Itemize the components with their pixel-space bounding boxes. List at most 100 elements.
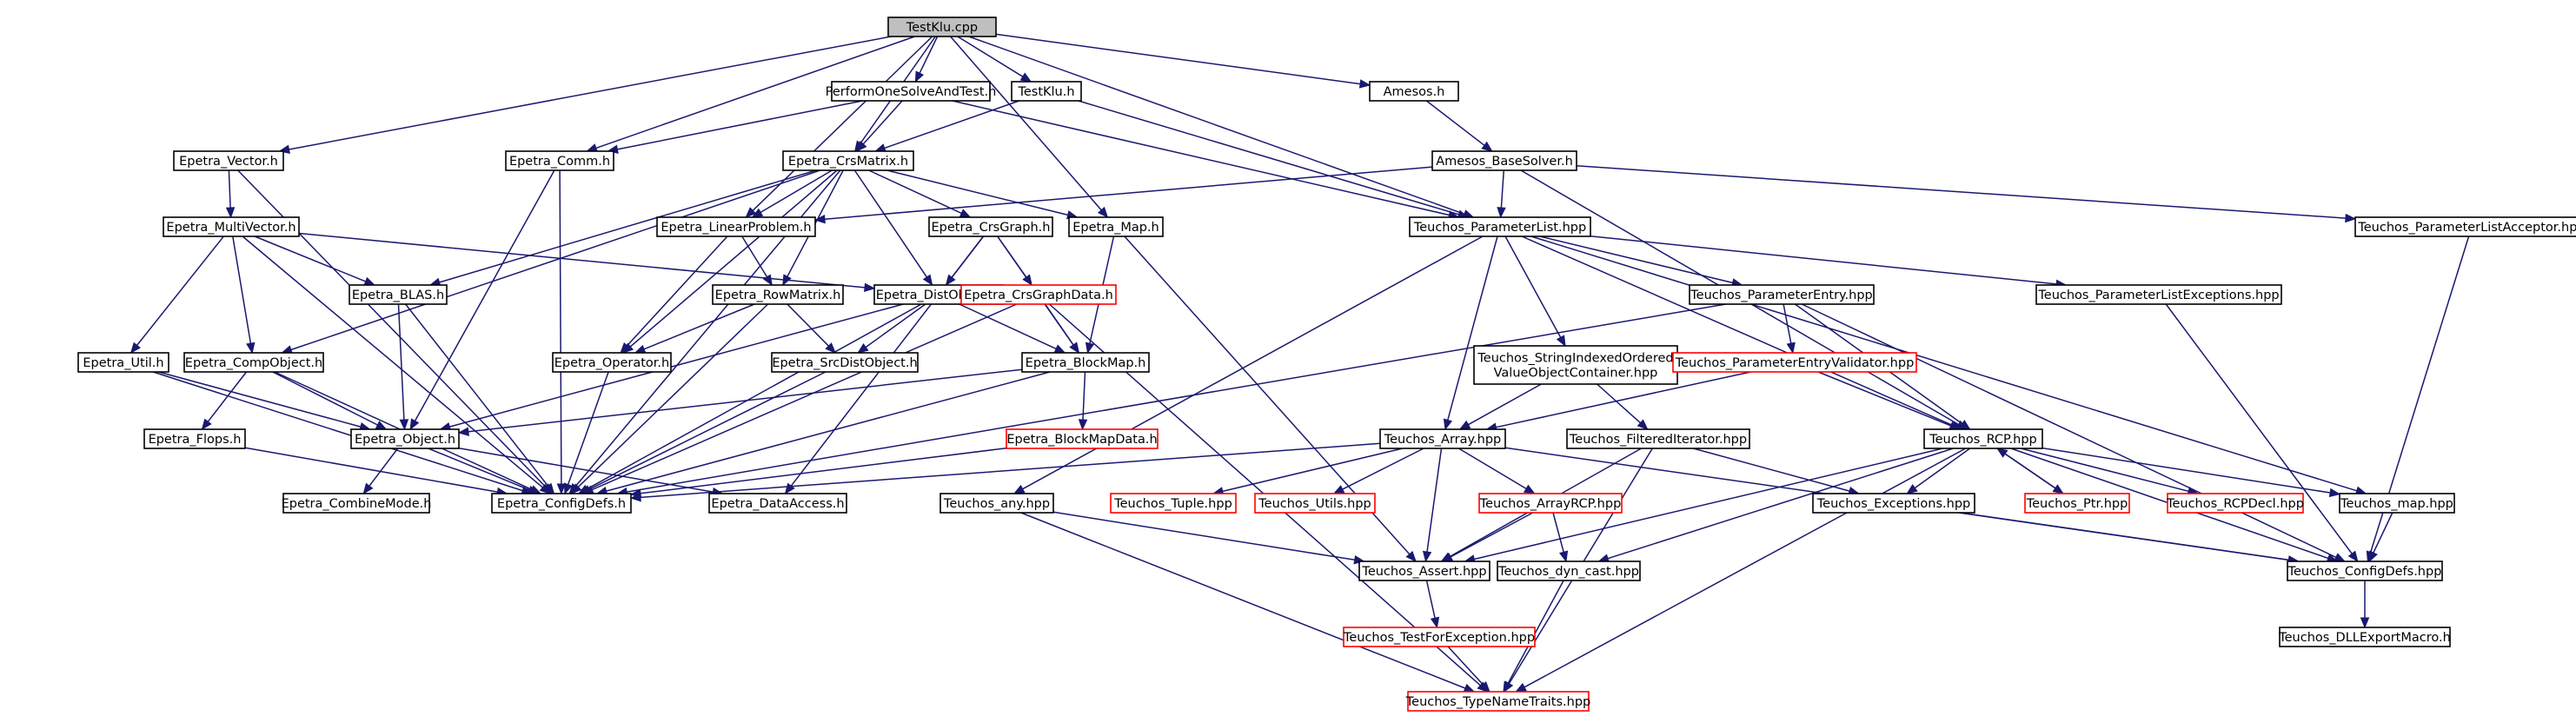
node-teuchos-tuple[interactable]: Teuchos_Tuple.hpp <box>1110 493 1237 514</box>
node-amesos-basesolver[interactable]: Amesos_BaseSolver.h <box>1431 150 1577 171</box>
edge-testklu_h-to-teuchos_parameterlist <box>1078 100 1470 219</box>
node-epetra-crsgraphdata[interactable]: Epetra_CrsGraphData.h <box>960 284 1117 305</box>
node-epetra-blockmapdata[interactable]: Epetra_BlockMapData.h <box>1006 428 1159 449</box>
node-box[interactable] <box>1379 428 1506 449</box>
node-box[interactable] <box>782 150 914 171</box>
node-teuchos-assert[interactable]: Teuchos_Assert.hpp <box>1358 560 1490 581</box>
node-box[interactable] <box>928 216 1053 237</box>
node-box[interactable] <box>1473 345 1678 385</box>
node-perform[interactable]: PerformOneSolveAndTest.h <box>826 81 997 102</box>
node-epetra-blockmap[interactable]: Epetra_BlockMap.h <box>1021 352 1150 373</box>
node-teuchos-utils[interactable]: Teuchos_Utils.hpp <box>1254 493 1376 514</box>
node-teuchos-ptr[interactable]: Teuchos_Ptr.hpp <box>2024 493 2130 514</box>
node-teuchos-rcpdecl[interactable]: Teuchos_RCPDecl.hpp <box>2166 493 2304 514</box>
node-box[interactable] <box>1343 627 1536 647</box>
node-box[interactable] <box>831 81 991 102</box>
node-box[interactable] <box>2287 560 2443 581</box>
node-box[interactable] <box>1110 493 1237 514</box>
node-box[interactable] <box>491 493 632 514</box>
node-box[interactable] <box>887 17 997 37</box>
node-box[interactable] <box>1497 560 1641 581</box>
node-teuchos-any[interactable]: Teuchos_any.hpp <box>939 493 1054 514</box>
node-box[interactable] <box>2354 216 2576 237</box>
node-box[interactable] <box>2279 627 2451 647</box>
node-box[interactable] <box>77 352 169 373</box>
node-box[interactable] <box>1409 216 1591 237</box>
node-testklu-cpp[interactable]: TestKlu.cpp <box>887 17 997 37</box>
node-label: Teuchos_TestForException.hpp <box>1343 631 1535 645</box>
node-teuchos-pevalidator[interactable]: Teuchos_ParameterEntryValidator.hpp <box>1672 352 1917 373</box>
node-box[interactable] <box>1358 560 1490 581</box>
node-box[interactable] <box>960 284 1117 305</box>
node-teuchos-plistexceptions[interactable]: Teuchos_ParameterListExceptions.hpp <box>2035 284 2282 305</box>
node-epetra-blas[interactable]: Epetra_BLAS.h <box>349 284 448 305</box>
node-teuchos-exceptions[interactable]: Teuchos_Exceptions.hpp <box>1812 493 1975 514</box>
node-epetra-comm[interactable]: Epetra_Comm.h <box>505 150 614 171</box>
node-box[interactable] <box>1812 493 1975 514</box>
node-epetra-dataaccess[interactable]: Epetra_DataAccess.h <box>708 493 847 514</box>
node-epetra-crsgraph[interactable]: Epetra_CrsGraph.h <box>928 216 1053 237</box>
node-amesos-h[interactable]: Amesos.h <box>1369 81 1459 102</box>
node-epetra-crsmatrix[interactable]: Epetra_CrsMatrix.h <box>782 150 914 171</box>
node-box[interactable] <box>2339 493 2455 514</box>
node-box[interactable] <box>2035 284 2282 305</box>
node-box[interactable] <box>1431 150 1577 171</box>
node-box[interactable] <box>1369 81 1459 102</box>
node-teuchos-testforexception[interactable]: Teuchos_TestForException.hpp <box>1343 627 1536 647</box>
node-box[interactable] <box>939 493 1054 514</box>
node-box[interactable] <box>183 352 324 373</box>
node-epetra-flops[interactable]: Epetra_Flops.h <box>143 428 246 449</box>
node-box[interactable] <box>656 216 816 237</box>
node-epetra-map[interactable]: Epetra_Map.h <box>1068 216 1164 237</box>
node-box[interactable] <box>2024 493 2130 514</box>
node-box[interactable] <box>163 216 300 237</box>
node-epetra-combinemode[interactable]: Epetra_CombineMode.h <box>282 493 432 514</box>
node-teuchos-dllexport[interactable]: Teuchos_DLLExportMacro.h <box>2278 627 2451 647</box>
node-epetra-multivector[interactable]: Epetra_MultiVector.h <box>163 216 300 237</box>
node-box[interactable] <box>1923 428 2043 449</box>
node-box[interactable] <box>771 352 919 373</box>
node-teuchos-map[interactable]: Teuchos_map.hpp <box>2339 493 2455 514</box>
node-epetra-util[interactable]: Epetra_Util.h <box>77 352 169 373</box>
node-box[interactable] <box>1689 284 1875 305</box>
node-epetra-object[interactable]: Epetra_Object.h <box>350 428 460 449</box>
node-teuchos-rcp[interactable]: Teuchos_RCP.hpp <box>1923 428 2043 449</box>
node-box[interactable] <box>708 493 847 514</box>
node-box[interactable] <box>1254 493 1376 514</box>
node-teuchos-dyncast[interactable]: Teuchos_dyn_cast.hpp <box>1497 560 1641 581</box>
node-box[interactable] <box>1672 352 1917 373</box>
node-box[interactable] <box>1566 428 1750 449</box>
node-box[interactable] <box>712 284 844 305</box>
node-epetra-compobject[interactable]: Epetra_CompObject.h <box>183 352 324 373</box>
node-teuchos-parameterentry[interactable]: Teuchos_ParameterEntry.hpp <box>1689 284 1875 305</box>
node-box[interactable] <box>1006 428 1159 449</box>
node-teuchos-typenametraits[interactable]: Teuchos_TypeNameTraits.hpp <box>1405 691 1590 712</box>
node-box[interactable] <box>1407 691 1590 712</box>
node-teuchos-configdefs[interactable]: Teuchos_ConfigDefs.hpp <box>2287 560 2443 581</box>
node-box[interactable] <box>1478 493 1623 514</box>
node-box[interactable] <box>1068 216 1164 237</box>
node-teuchos-sivoc[interactable]: Teuchos_StringIndexedOrderedValueObjectC… <box>1473 345 1678 385</box>
node-epetra-configdefs[interactable]: Epetra_ConfigDefs.h <box>491 493 632 514</box>
node-epetra-linearproblem[interactable]: Epetra_LinearProblem.h <box>656 216 816 237</box>
node-box[interactable] <box>1011 81 1082 102</box>
node-teuchos-plistacceptor[interactable]: Teuchos_ParameterListAcceptor.hpp <box>2354 216 2576 237</box>
node-teuchos-arrayrcp[interactable]: Teuchos_ArrayRCP.hpp <box>1478 493 1623 514</box>
node-box[interactable] <box>282 493 430 514</box>
node-epetra-vector[interactable]: Epetra_Vector.h <box>173 150 284 171</box>
node-epetra-operator[interactable]: Epetra_Operator.h <box>552 352 672 373</box>
node-box[interactable] <box>349 284 448 305</box>
node-epetra-srcdistobject[interactable]: Epetra_SrcDistObject.h <box>771 352 919 373</box>
node-box[interactable] <box>173 150 284 171</box>
node-teuchos-array[interactable]: Teuchos_Array.hpp <box>1379 428 1506 449</box>
node-box[interactable] <box>552 352 672 373</box>
node-box[interactable] <box>1021 352 1150 373</box>
node-box[interactable] <box>143 428 246 449</box>
node-box[interactable] <box>2167 493 2304 514</box>
node-testklu-h[interactable]: TestKlu.h <box>1011 81 1082 102</box>
node-box[interactable] <box>350 428 460 449</box>
node-teuchos-filterediterator[interactable]: Teuchos_FilteredIterator.hpp <box>1566 428 1750 449</box>
node-box[interactable] <box>505 150 614 171</box>
node-teuchos-parameterlist[interactable]: Teuchos_ParameterList.hpp <box>1409 216 1591 237</box>
node-epetra-rowmatrix[interactable]: Epetra_RowMatrix.h <box>712 284 844 305</box>
